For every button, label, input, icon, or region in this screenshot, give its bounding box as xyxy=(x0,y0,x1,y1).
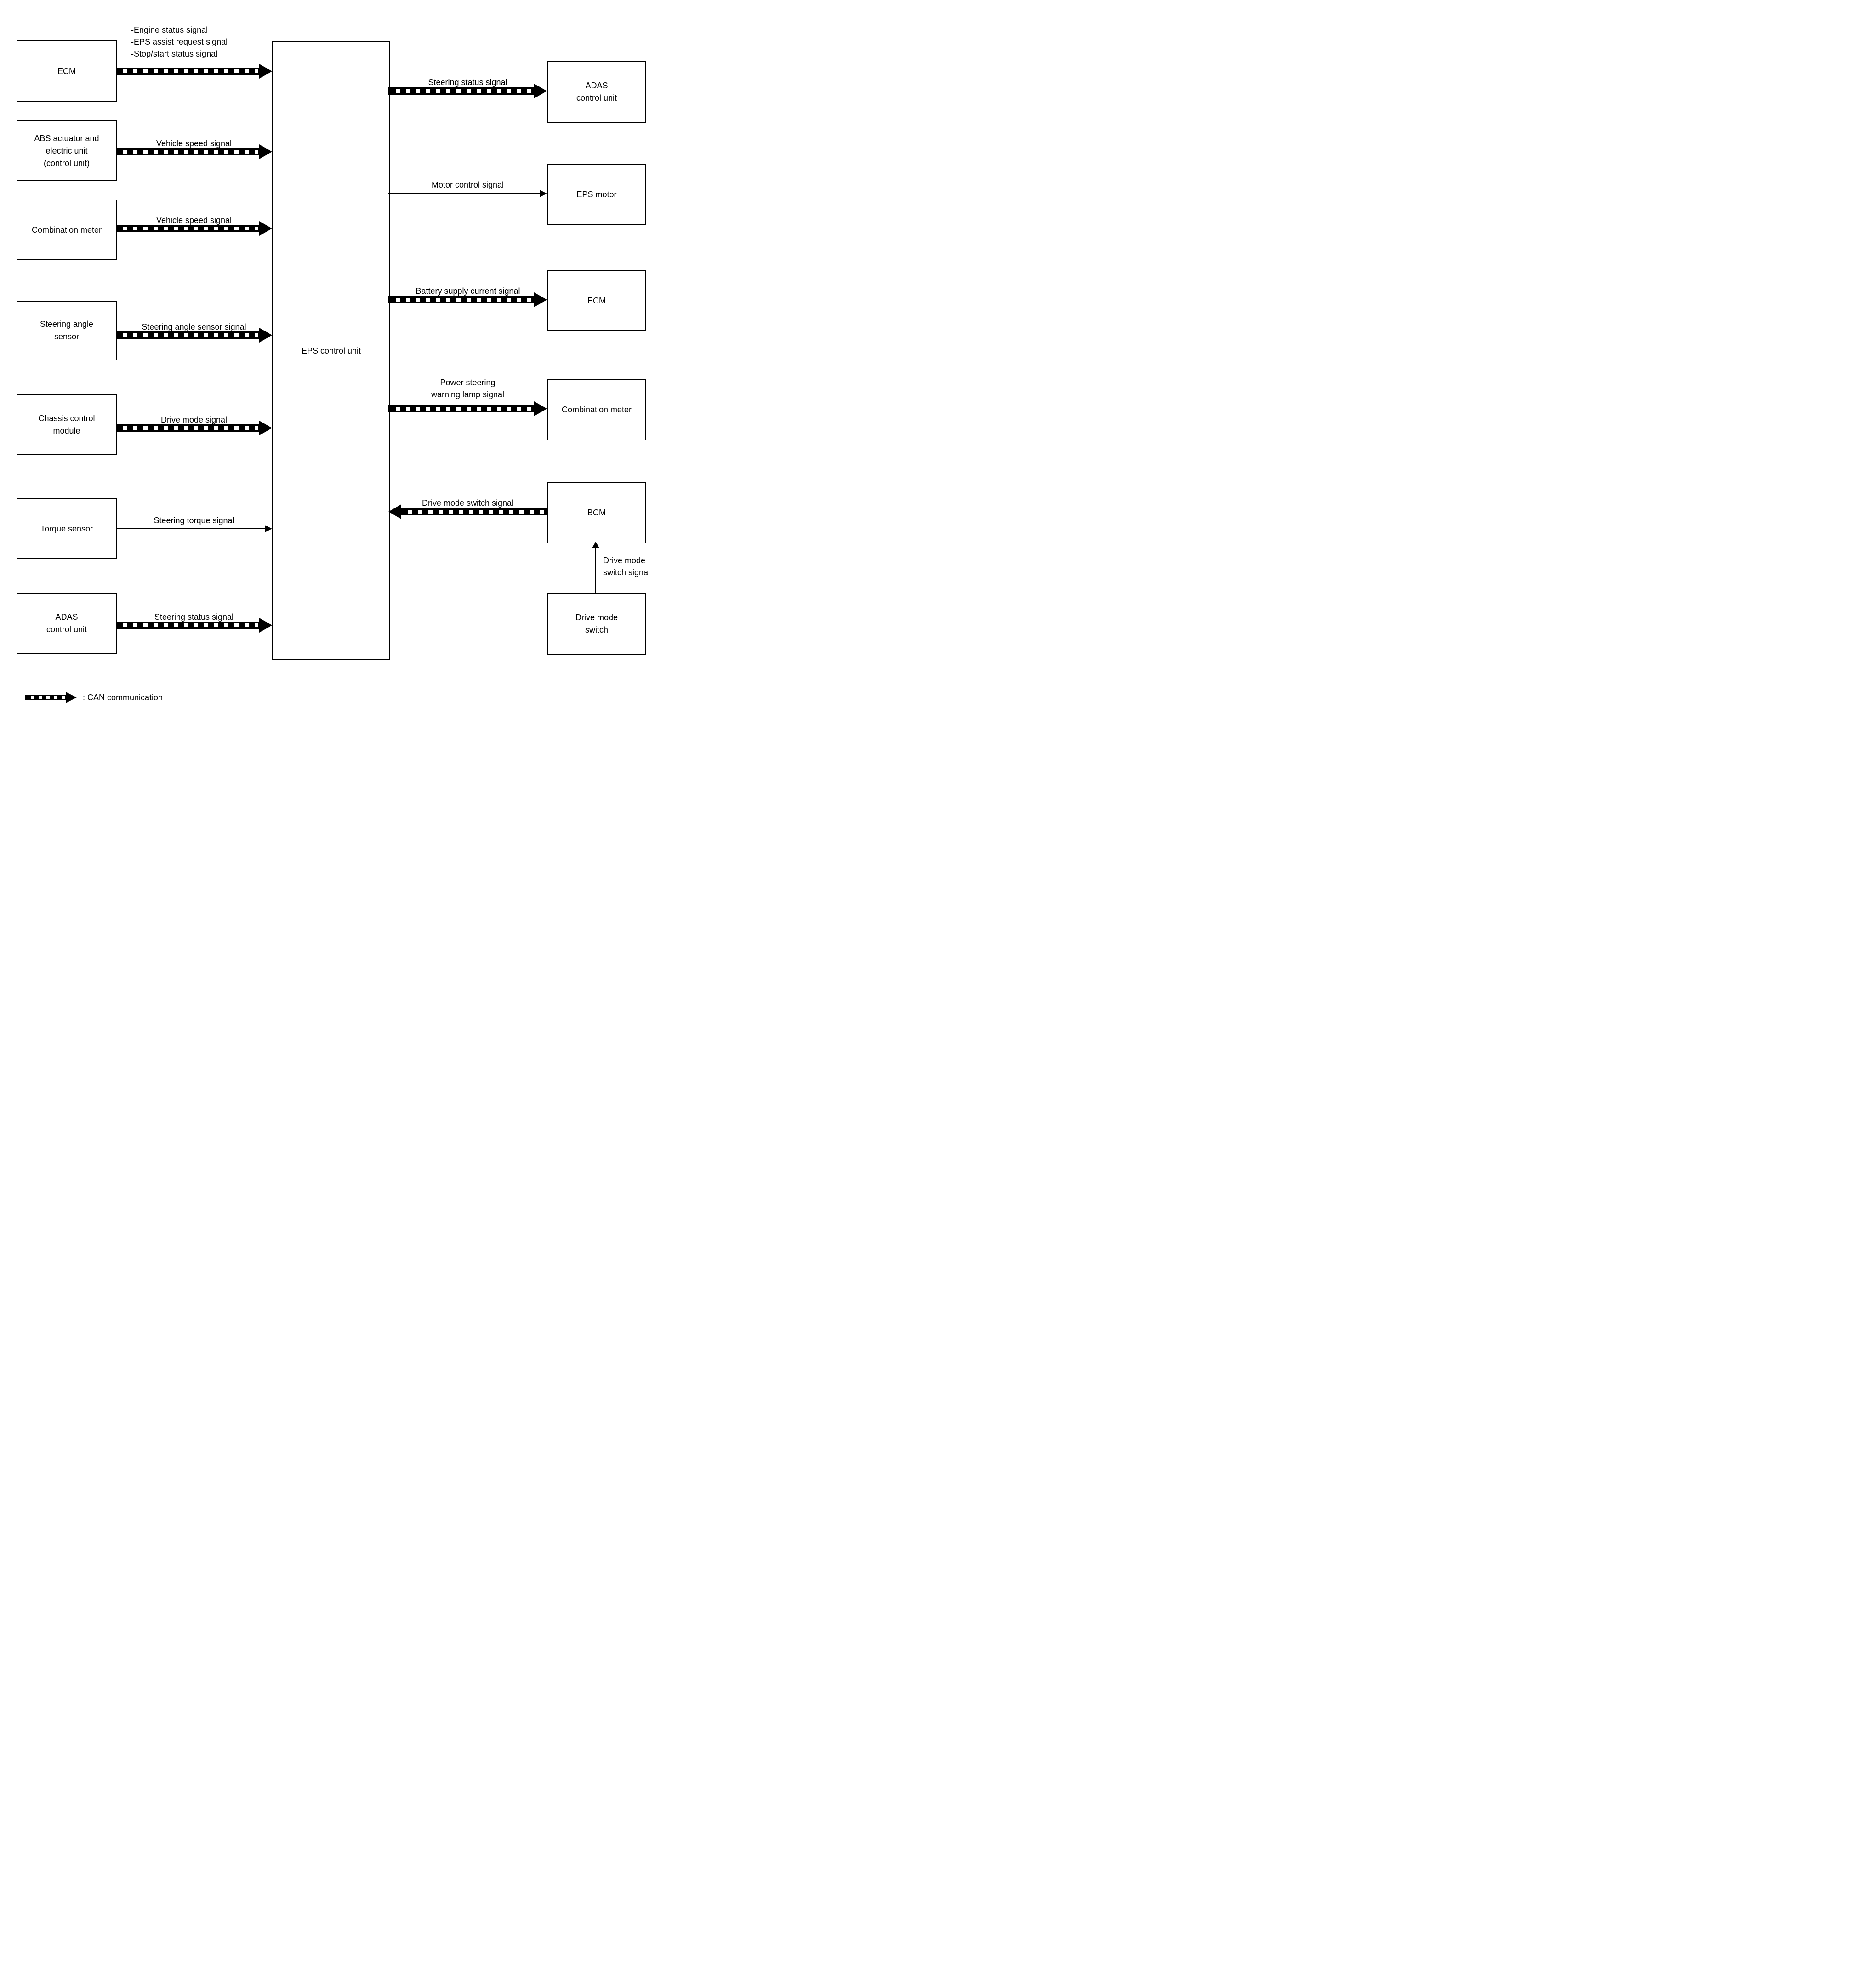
box-eps-motor: EPS motor xyxy=(547,164,646,225)
arrow-head xyxy=(265,525,272,532)
signal-label-drive-mode-switch-can: Drive mode switch signal xyxy=(422,498,514,508)
can-arrow-drive-mode-switch xyxy=(388,504,547,519)
box-steering-angle-sensor: Steering angle sensor xyxy=(17,301,117,360)
arrow-line xyxy=(116,528,265,529)
arrow-head xyxy=(534,401,547,416)
arrow-bar xyxy=(116,331,260,339)
arrow-bar xyxy=(388,405,535,412)
arrow-head xyxy=(534,84,547,98)
box-ecm-source: ECM xyxy=(17,40,117,102)
signal-label-drive-mode: Drive mode signal xyxy=(160,415,228,424)
arrow-head xyxy=(259,221,272,236)
box-label: ECM xyxy=(587,296,606,305)
arrow-head xyxy=(388,504,401,519)
can-arrow-warning-lamp xyxy=(388,401,547,416)
arrow-bar xyxy=(116,622,260,629)
arrow-head xyxy=(259,144,272,159)
eps-system-diagram: ECM ABS actuator and electric unit (cont… xyxy=(0,0,669,717)
arrow-head xyxy=(259,328,272,343)
signal-label-steering-status-out: Steering status signal xyxy=(428,78,507,87)
signal-label-vehicle-speed-meter: Vehicle speed signal xyxy=(156,216,232,225)
box-ecm-target: ECM xyxy=(547,270,646,331)
arrow-bar xyxy=(116,68,260,75)
box-label: EPS control unit xyxy=(301,346,361,355)
signal-label-steering-status-in: Steering status signal xyxy=(154,612,234,622)
plain-arrow-switch-to-bcm xyxy=(592,542,599,593)
arrow-bar xyxy=(116,424,260,432)
box-abs-actuator: ABS actuator and electric unit (control … xyxy=(17,120,117,181)
box-label: Combination meter xyxy=(561,405,632,414)
box-bcm: BCM xyxy=(547,482,646,543)
box-label: ECM xyxy=(57,66,76,76)
arrow-head xyxy=(540,190,547,197)
box-chassis-control-module: Chassis control module xyxy=(17,394,117,455)
box-adas-target: ADAS control unit xyxy=(547,61,646,123)
box-label: Torque sensor xyxy=(40,524,93,533)
box-label: Steering angle sensor xyxy=(40,320,94,341)
can-arrow-vehicle-speed-abs xyxy=(116,144,272,159)
box-combination-meter-source: Combination meter xyxy=(17,200,117,260)
can-arrow-vehicle-speed-meter xyxy=(116,221,272,236)
box-label: ADAS control unit xyxy=(46,612,87,634)
signal-label-ecm-bundle: -Engine status signal -EPS assist reques… xyxy=(131,25,228,58)
signal-label-motor-control: Motor control signal xyxy=(431,180,504,189)
signal-label-battery-supply: Battery supply current signal xyxy=(416,286,520,296)
signal-label-drive-mode-switch-direct: Drive mode switch signal xyxy=(603,556,650,577)
arrow-line xyxy=(595,548,596,593)
arrow-bar xyxy=(116,225,260,232)
box-label: BCM xyxy=(587,508,606,517)
can-arrow-steering-angle xyxy=(116,328,272,343)
can-arrow-steering-status-in xyxy=(116,618,272,633)
arrow-bar xyxy=(25,695,66,700)
arrow-head xyxy=(592,542,599,548)
box-adas-source: ADAS control unit xyxy=(17,593,117,654)
box-eps-control-unit: EPS control unit xyxy=(272,41,390,660)
signal-label-warning-lamp: Power steering warning lamp signal xyxy=(431,378,505,399)
box-label: ABS actuator and electric unit (control … xyxy=(34,133,99,168)
arrow-line xyxy=(388,193,540,194)
box-label: Drive mode switch xyxy=(575,613,618,634)
can-arrow-engine-status xyxy=(116,64,272,79)
can-arrow-steering-status-out xyxy=(388,84,547,98)
arrow-head xyxy=(534,292,547,307)
box-label: Combination meter xyxy=(31,225,102,234)
signal-label-vehicle-speed-abs: Vehicle speed signal xyxy=(156,139,232,148)
legend-can-label: : CAN communication xyxy=(83,693,163,702)
legend-can-arrow xyxy=(25,692,77,703)
arrow-head xyxy=(259,64,272,79)
can-arrow-battery-supply xyxy=(388,292,547,307)
box-drive-mode-switch: Drive mode switch xyxy=(547,593,646,655)
box-label: ADAS control unit xyxy=(576,81,617,103)
box-combination-meter-target: Combination meter xyxy=(547,379,646,440)
arrow-head xyxy=(259,421,272,435)
box-label: Chassis control module xyxy=(38,414,95,435)
arrow-bar xyxy=(388,87,535,95)
arrow-head xyxy=(66,692,77,703)
signal-label-steering-angle: Steering angle sensor signal xyxy=(142,322,246,331)
box-torque-sensor: Torque sensor xyxy=(17,498,117,559)
plain-arrow-motor-control xyxy=(388,190,547,197)
can-arrow-drive-mode xyxy=(116,421,272,435)
box-label: EPS motor xyxy=(576,189,617,199)
plain-arrow-steering-torque xyxy=(116,525,272,532)
signal-label-steering-torque: Steering torque signal xyxy=(154,516,234,525)
arrow-bar xyxy=(401,508,547,515)
arrow-bar xyxy=(388,296,535,303)
arrow-bar xyxy=(116,148,260,155)
arrow-head xyxy=(259,618,272,633)
